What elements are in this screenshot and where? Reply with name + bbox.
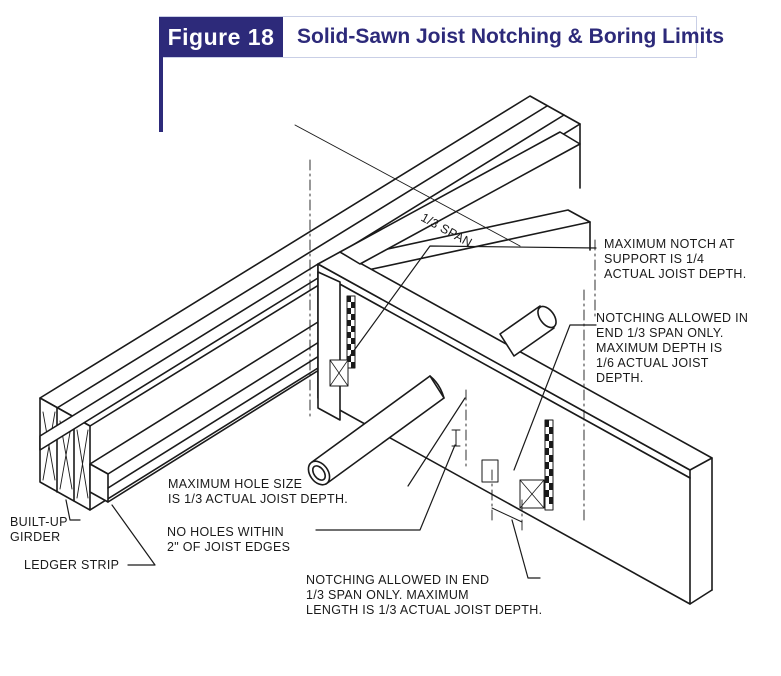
figure-title: Solid-Sawn Joist Notching & Boring Limit… [297,25,725,48]
figure-number: Figure 18 [159,17,283,57]
callouts: 1/3 SPAN MAXIMUM NOTCH AT SUPPORT IS 1/4… [10,210,752,617]
girder-label: BUILT-UP GIRDER [10,515,71,544]
max-notch-support-label: MAXIMUM NOTCH AT SUPPORT IS 1/4 ACTUAL J… [604,237,747,281]
ledger-label: LEDGER STRIP [24,558,119,572]
leader-lines [65,245,597,579]
dimension-marks [451,429,523,523]
upper-joist [339,131,581,265]
header-accent-bar [159,56,163,132]
guide-lines [294,124,596,531]
max-hole-label: MAXIMUM HOLE SIZE IS 1/3 ACTUAL JOIST DE… [168,477,348,506]
notching-depth-label: NOTCHING ALLOWED IN END 1/3 SPAN ONLY. M… [596,311,752,385]
pipe [307,305,557,486]
notch-hatching [329,295,554,511]
figure-header: Figure 18 Solid-Sawn Joist Notching & Bo… [159,16,724,58]
notching-length-label: NOTCHING ALLOWED IN END 1/3 SPAN ONLY. M… [306,573,542,617]
main-joist [317,251,713,605]
no-holes-label: NO HOLES WITHIN 2" OF JOIST EDGES [167,525,290,554]
